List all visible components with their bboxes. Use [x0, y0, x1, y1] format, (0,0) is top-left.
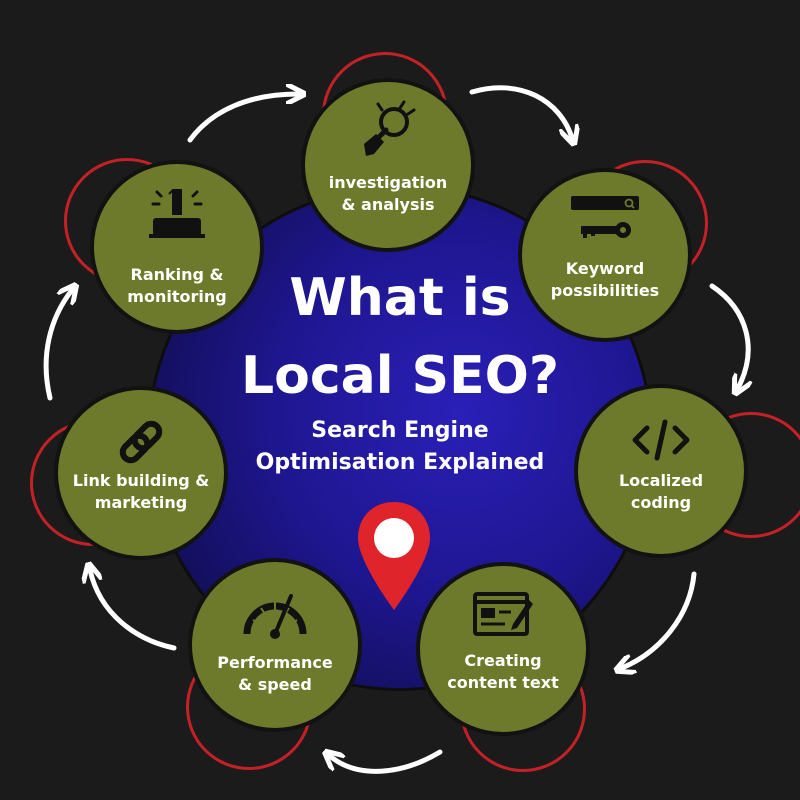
step-link-building: Link building & marketing [58, 390, 224, 556]
step-content: Creating content text [420, 566, 586, 732]
cycle-arrow [330, 752, 443, 774]
title-line-1: What is [289, 268, 511, 328]
speedometer-icon [243, 594, 307, 639]
step-label-line-2: content text [447, 673, 559, 692]
step-label-line-2: & speed [238, 675, 312, 694]
magnifier-hand-icon [364, 100, 416, 156]
cycle-arrow [622, 571, 697, 668]
step-keyword: Keyword possibilities [522, 172, 688, 338]
step-localized-coding: Localized coding [578, 388, 744, 554]
subtitle-line-2: Optimisation Explained [255, 450, 545, 475]
step-label-line-1: Localized [618, 471, 704, 490]
step-label-line-2: marketing [94, 493, 188, 512]
title-line-2: Local SEO? [240, 346, 560, 406]
search-key-icon [571, 196, 639, 238]
step-investigation: investigation & analysis [305, 82, 471, 248]
rank-trophy-icon [149, 189, 205, 238]
step-label-line-2: monitoring [127, 287, 227, 306]
step-label-line-1: investigation [328, 173, 448, 192]
step-label-line-1: Link building & [72, 471, 210, 490]
step-ranking: Ranking & monitoring [94, 164, 260, 330]
step-label-line-2: possibilities [550, 281, 660, 300]
code-icon [632, 419, 690, 461]
step-label-line-1: Creating [464, 651, 542, 670]
content-edit-icon [473, 592, 533, 636]
cycle-arrow [187, 94, 298, 143]
cycle-arrow [43, 290, 72, 401]
step-label-line-1: Ranking & [130, 265, 224, 284]
link-icon [119, 420, 163, 464]
cycle-arrow [709, 283, 748, 388]
subtitle-line-1: Search Engine [311, 418, 489, 443]
cycle-arrow [469, 85, 572, 138]
step-label-line-1: Performance [217, 653, 333, 672]
location-pin-icon [358, 502, 430, 610]
step-performance: Performance & speed [192, 562, 358, 728]
step-label-line-2: coding [630, 493, 692, 512]
step-label-line-1: Keyword [565, 259, 645, 278]
step-label-line-2: & analysis [341, 195, 435, 214]
cycle-arrow [90, 570, 177, 651]
